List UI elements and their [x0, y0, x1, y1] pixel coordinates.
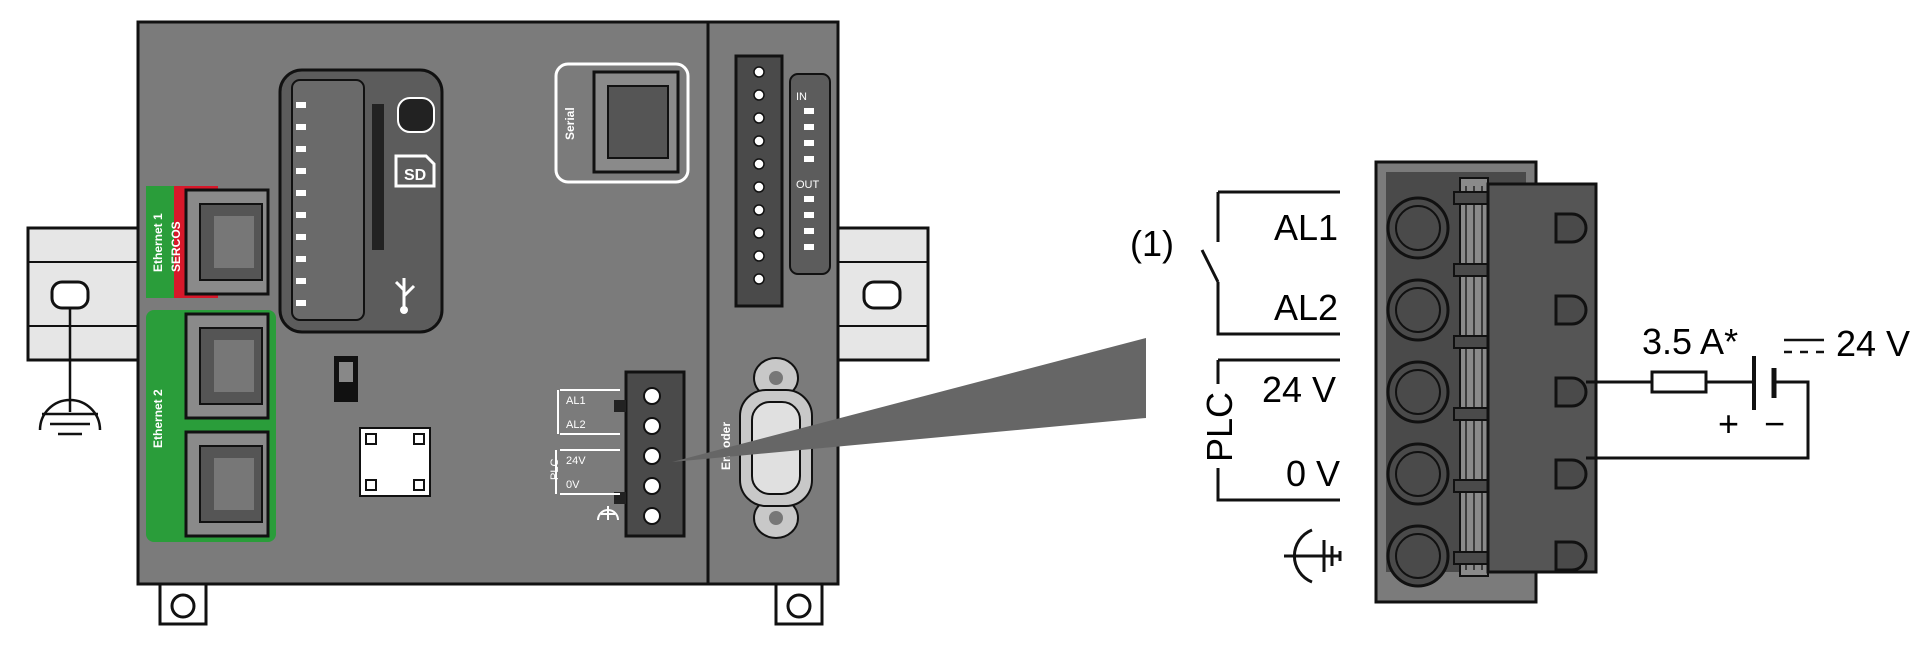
sd-usb-module[interactable]: SD [278, 68, 444, 334]
sercos-label: SERCOS [169, 221, 183, 272]
rail-slot-left [50, 280, 90, 310]
serial-label: Serial [563, 107, 577, 140]
relay-contact-icon [1200, 249, 1220, 283]
callout-wedge [672, 338, 1146, 462]
conn-plc-label: PLC [549, 459, 561, 480]
ground-icon-small [597, 506, 619, 521]
wiring-labels: (1) AL1 AL2 PLC 24 V 0 V 3.5 A* [1130, 190, 1910, 584]
mode-switch[interactable] [334, 356, 358, 402]
callout-number: (1) [1130, 223, 1174, 264]
ethernet1-label: Ethernet 1 [151, 213, 165, 272]
fuse-rating-label: 3.5 A* [1642, 321, 1738, 362]
plus-label: + [1718, 403, 1739, 444]
plc-label: PLC [1199, 392, 1240, 462]
al1-label: AL1 [1274, 207, 1338, 248]
rail-slot-right [862, 280, 902, 310]
minus-label: − [1764, 403, 1785, 444]
conn-24v-label: 24V [566, 455, 586, 467]
dc-symbol-icon [1784, 338, 1824, 354]
conn-0v-label: 0V [566, 479, 580, 491]
detail-connector[interactable] [1374, 160, 1598, 604]
ethernet2-ports[interactable]: Ethernet 2 [146, 310, 276, 542]
usb-icon [394, 278, 416, 314]
svg-text:SD: SD [404, 167, 426, 184]
conn-al2-label: AL2 [566, 419, 586, 431]
supply-voltage-label: 24 V [1836, 323, 1910, 364]
al2-label: AL2 [1274, 287, 1338, 328]
label-pad [359, 427, 431, 497]
v24-label: 24 V [1262, 369, 1336, 410]
battery-icon [1752, 356, 1777, 410]
ethernet1-port[interactable]: Ethernet 1 SERCOS [146, 186, 270, 298]
ethernet2-label: Ethernet 2 [151, 389, 165, 448]
in-label: IN [796, 91, 807, 103]
fuse-icon [1650, 370, 1708, 394]
sd-card-icon: SD [394, 154, 436, 188]
ground-icon-rail [38, 398, 102, 436]
power-connector-small[interactable]: AL1 AL2 PLC 24V 0V [549, 370, 686, 538]
ground-icon-detail [1284, 528, 1342, 584]
conn-al1-label: AL1 [566, 395, 586, 407]
controller: Ethernet 1 SERCOS Ethernet 2 [136, 20, 840, 626]
io-terminal-strip[interactable]: IN OUT [734, 54, 831, 308]
v0-label: 0 V [1286, 453, 1340, 494]
encoder-label: Encoder [719, 422, 733, 470]
serial-port[interactable]: Serial [554, 62, 690, 184]
out-label: OUT [796, 179, 820, 191]
